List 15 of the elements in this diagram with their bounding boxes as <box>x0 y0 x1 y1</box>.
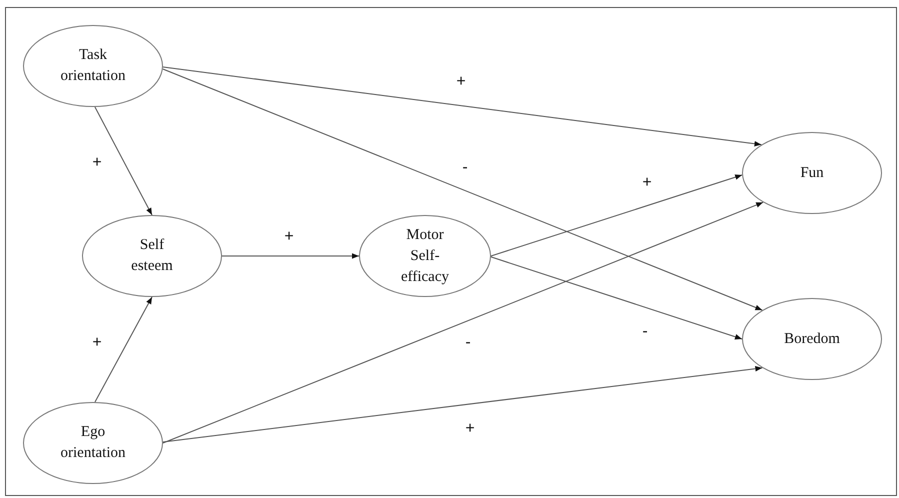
arrow <box>162 366 763 442</box>
node-label: Boredom <box>784 330 840 348</box>
node-label: Fun <box>800 164 824 182</box>
node-label: Self esteem <box>130 236 174 276</box>
arrow <box>94 296 152 403</box>
arrow <box>162 68 763 311</box>
arrow <box>222 253 360 259</box>
arrow <box>162 66 762 147</box>
node-label: Motor Self-efficacy <box>400 226 450 286</box>
node-label: Task orientation <box>60 46 126 86</box>
node-label: Ego orientation <box>60 423 126 463</box>
arrow <box>94 106 152 216</box>
arrow <box>490 256 742 340</box>
arrow <box>162 202 764 444</box>
arrow <box>490 174 743 256</box>
